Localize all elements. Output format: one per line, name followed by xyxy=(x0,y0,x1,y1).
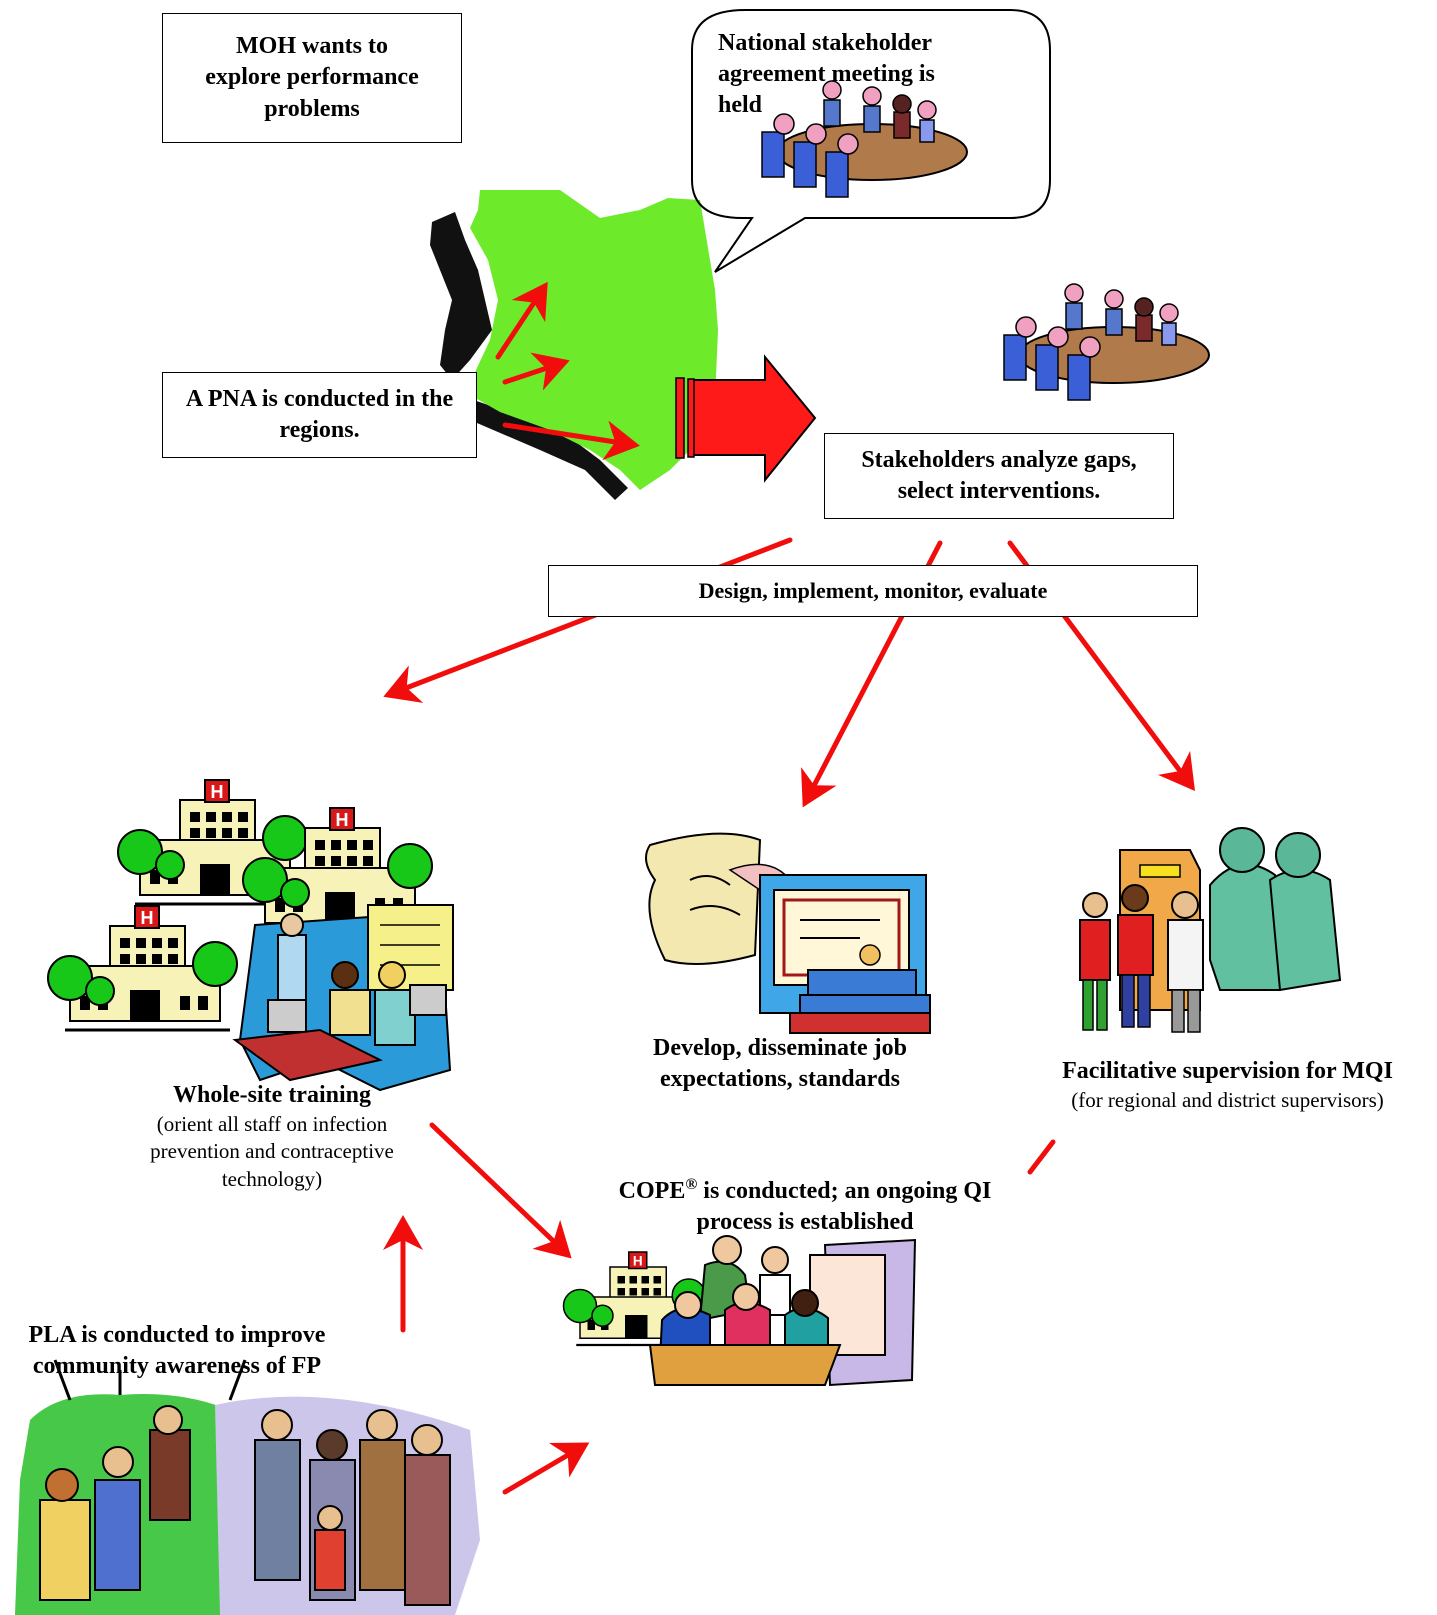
cope-label: COPE® is conducted; an ongoing QI proces… xyxy=(590,1175,1020,1238)
national-meeting-text: National stakeholder agreement meeting i… xyxy=(718,30,935,119)
cope-name: COPE xyxy=(618,1178,686,1204)
stakeholders-box: Stakeholders analyze gaps, select interv… xyxy=(824,433,1174,519)
community-group-icon xyxy=(15,1359,480,1615)
supervision-desc: (for regional and district supervisors) xyxy=(1071,1088,1384,1113)
pla-label: PLA is conducted to improve community aw… xyxy=(28,1322,326,1380)
moh-text: MOH wants to explore performance problem… xyxy=(205,33,419,122)
pna-box: A PNA is conducted in the regions. xyxy=(162,372,477,458)
hospital-icon xyxy=(46,904,239,1032)
cope-rest: is conducted; an ongoing QI process is e… xyxy=(696,1178,992,1236)
pna-text: A PNA is conducted in the regions. xyxy=(185,385,454,443)
design-box: Design, implement, monitor, evaluate xyxy=(548,565,1198,617)
training-label: Whole-site training (orient all staff on… xyxy=(112,1080,432,1193)
design-text: Design, implement, monitor, evaluate xyxy=(698,577,1048,603)
jobs-label: Develop, disseminate job expectations, s… xyxy=(653,1035,907,1093)
registered-mark: ® xyxy=(685,1176,698,1193)
cope-meeting-icon xyxy=(648,1235,917,1387)
medical-staff-icon xyxy=(1079,827,1342,1033)
supervision-title: Facilitative supervision for MQI xyxy=(1062,1058,1393,1084)
training-desc: (orient all staff on infection preventio… xyxy=(150,1112,394,1191)
training-title: Whole-site training xyxy=(173,1082,371,1108)
conference-meeting-icon xyxy=(1003,283,1210,401)
stakeholders-text: Stakeholders analyze gaps, select interv… xyxy=(861,446,1137,504)
books-icon xyxy=(789,969,931,1034)
moh-box: MOH wants to explore performance problem… xyxy=(162,13,462,143)
big-red-arrow xyxy=(675,354,817,483)
computer-training-icon xyxy=(232,904,454,1092)
supervision-label: Facilitative supervision for MQI (for re… xyxy=(1020,1056,1435,1114)
